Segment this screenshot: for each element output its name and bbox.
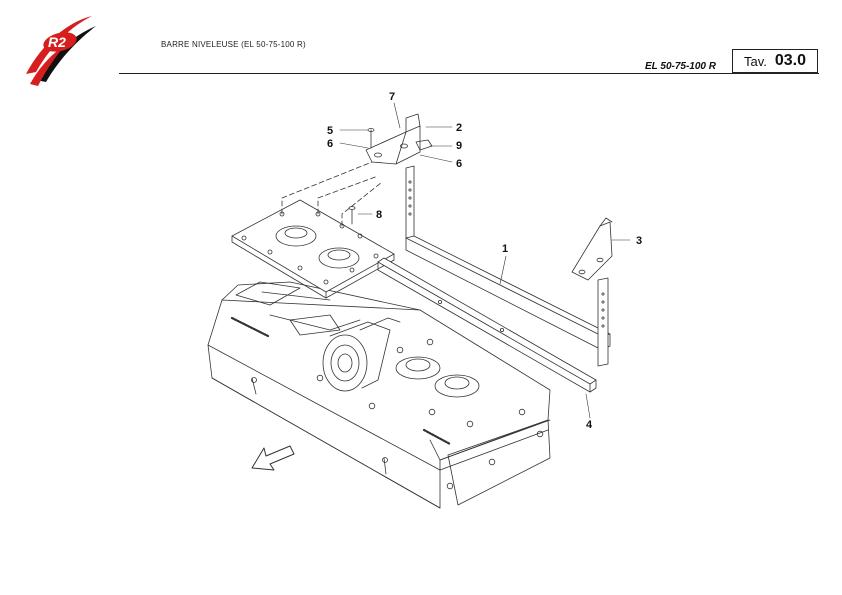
callout-7: 7 xyxy=(389,91,395,103)
angle-profile xyxy=(377,257,597,393)
tav-label: Tav. xyxy=(743,53,767,69)
r2-logo: R2 xyxy=(26,16,96,86)
callout-6-left: 6 xyxy=(327,138,333,150)
callout-4: 4 xyxy=(586,419,593,431)
callout-1: 1 xyxy=(502,243,508,255)
callout-9: 9 xyxy=(456,140,462,152)
side-bracket xyxy=(571,217,613,281)
tav-number: 03.0 xyxy=(774,52,807,69)
leader-lines xyxy=(339,102,631,419)
callout-8: 8 xyxy=(376,209,382,221)
header-rule xyxy=(119,73,819,74)
model-label: EL 50-75-100 R xyxy=(645,61,716,72)
machine-housing xyxy=(207,281,551,509)
upper-bracket xyxy=(365,113,433,165)
bolt-8 xyxy=(348,206,356,225)
leveling-bar xyxy=(405,165,611,367)
logo-text: R2 xyxy=(48,34,66,50)
callout-2: 2 xyxy=(456,122,462,134)
callout-6-right: 6 xyxy=(456,158,462,170)
direction-arrow xyxy=(251,445,295,471)
document-title: BARRE NIVELEUSE (EL 50-75-100 R) xyxy=(161,40,306,49)
callout-3: 3 xyxy=(636,235,642,247)
cover-plate xyxy=(231,199,395,299)
callout-5: 5 xyxy=(327,125,333,137)
assembly-guide-lines xyxy=(281,161,383,227)
table-number-box: Tav. 03.0 xyxy=(732,49,818,73)
